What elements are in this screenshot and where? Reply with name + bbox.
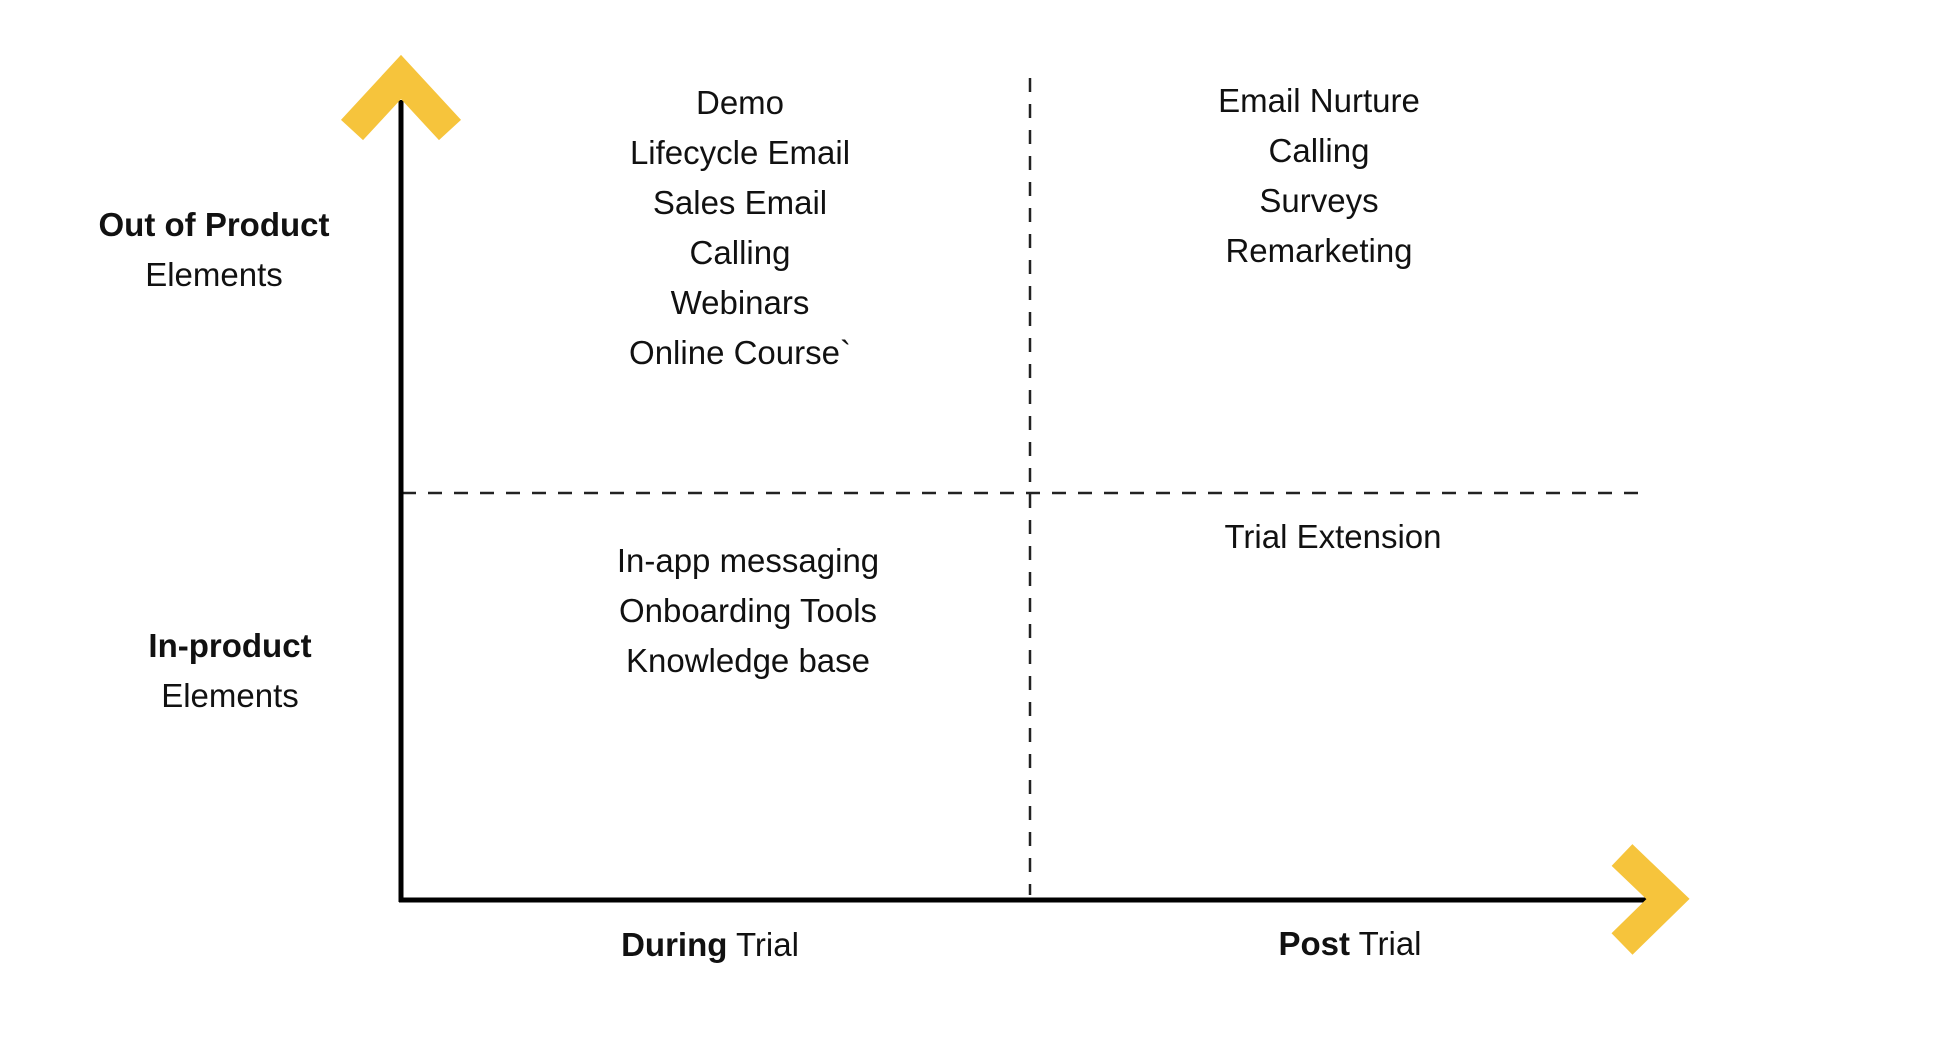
list-item: Online Course` (629, 334, 851, 371)
x-axis-label-bold: Post (1278, 925, 1350, 962)
list-item: Remarketing (1225, 232, 1413, 269)
quadrant-post-in-product: Trial Extension (1143, 512, 1523, 562)
quadrant-during-in-product: In-app messaging Onboarding Tools Knowle… (558, 536, 938, 686)
list-item: Knowledge base (625, 642, 871, 679)
chevron-right-icon (1611, 844, 1690, 955)
y-axis-label-normal: Elements (161, 677, 299, 714)
x-axis-label-during-trial: During Trial (520, 920, 900, 970)
x-axis-label-post-trial: Post Trial (1160, 919, 1540, 969)
chevron-up-icon (340, 54, 462, 141)
x-axis-label-bold: During (621, 926, 728, 963)
x-axis-label-normal: Trial (1350, 925, 1422, 962)
y-axis-label-out-of-product: Out of Product Elements (84, 200, 344, 300)
y-axis-label-in-product: In-product Elements (100, 621, 360, 721)
list-item: In-app messaging (616, 542, 880, 579)
list-item: Trial Extension (1224, 518, 1442, 555)
list-item: Surveys (1259, 182, 1379, 219)
quadrant-post-out-of-product: Email Nurture Calling Surveys Remarketin… (1129, 76, 1509, 276)
x-axis-label-normal: Trial (727, 926, 799, 963)
y-axis-label-normal: Elements (145, 256, 283, 293)
list-item: Calling (1268, 132, 1370, 169)
quadrant-during-out-of-product: Demo Lifecycle Email Sales Email Calling… (550, 78, 930, 378)
y-axis-label-bold: Out of Product (98, 206, 330, 243)
list-item: Calling (689, 234, 791, 271)
list-item: Sales Email (652, 184, 828, 221)
y-axis-label-bold: In-product (148, 627, 312, 664)
list-item: Email Nurture (1218, 82, 1420, 119)
list-item: Demo (695, 84, 785, 121)
list-item: Webinars (670, 284, 810, 321)
list-item: Onboarding Tools (618, 592, 878, 629)
list-item: Lifecycle Email (629, 134, 851, 171)
